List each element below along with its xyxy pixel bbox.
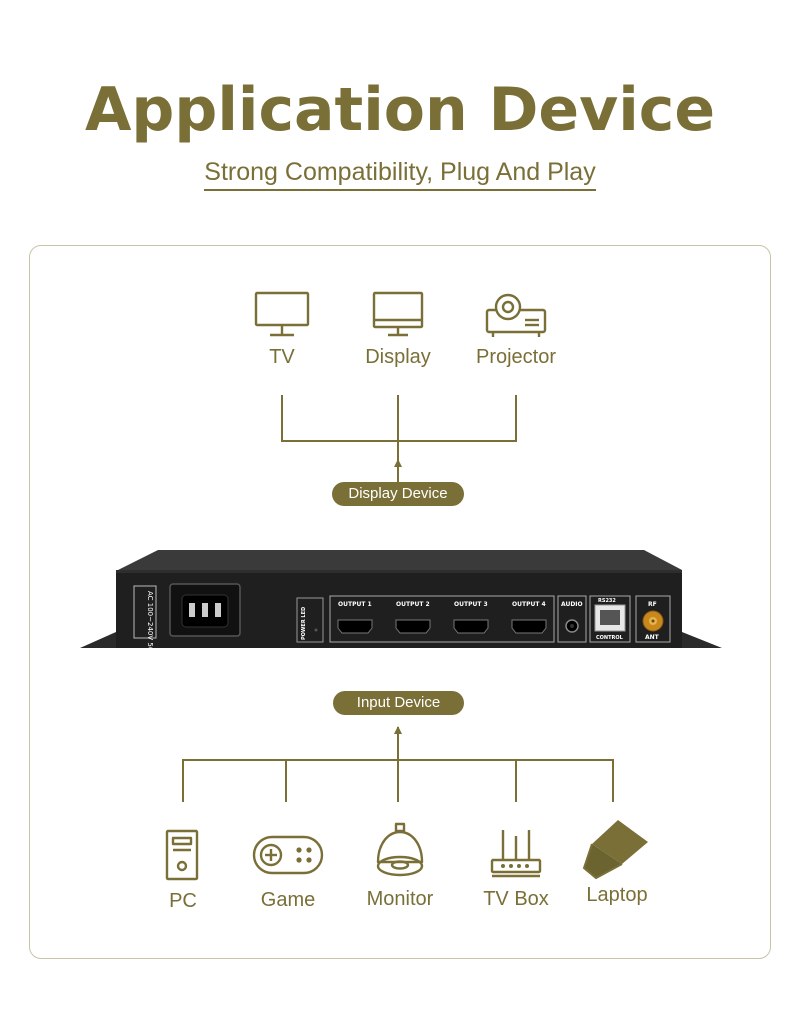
application-panel: [29, 245, 771, 959]
page-subtitle: Strong Compatibility, Plug And Play: [0, 158, 800, 191]
control-label: CONTROL: [596, 635, 624, 641]
device-monitor: Monitor: [335, 822, 465, 911]
display-icon: [372, 291, 424, 337]
output-2-label: OUTPUT 2: [396, 601, 430, 608]
audio-label: AUDIO: [561, 601, 583, 608]
device-label: Game: [260, 889, 316, 911]
device-label: TV: [269, 346, 295, 368]
device-projector: Projector: [451, 290, 581, 369]
tv-icon: [254, 291, 310, 337]
device-label: PC: [169, 890, 197, 912]
input-device-badge: Input Device: [333, 691, 464, 715]
ant-label: ANT: [645, 634, 660, 641]
power-led-label: POWER LED: [301, 607, 307, 640]
output-1-label: OUTPUT 1: [338, 601, 372, 608]
projector-icon: [485, 293, 547, 337]
device-label: Display: [365, 346, 431, 368]
splitter-device-image: AC 100~240V 50/60HZ POWER LED OUTPUT 1 O…: [80, 550, 722, 652]
device-display: Display: [333, 290, 463, 369]
device-label: Laptop: [586, 884, 648, 906]
camera-icon: [376, 822, 424, 877]
device-game: Game: [223, 834, 353, 912]
output-3-label: OUTPUT 3: [454, 601, 488, 608]
router-icon: [490, 830, 542, 878]
output-4-label: OUTPUT 4: [512, 601, 546, 608]
device-tv: TV: [217, 290, 347, 369]
device-tv-box: TV Box: [451, 826, 581, 911]
device-label: Monitor: [366, 888, 434, 910]
device-label: TV Box: [483, 888, 549, 910]
display-device-badge: Display Device: [332, 482, 464, 506]
page-title: Application Device: [84, 75, 716, 145]
device-laptop: Laptop: [552, 818, 682, 907]
rf-label: RF: [648, 601, 657, 608]
laptop-icon: [582, 820, 648, 880]
device-label: Projector: [475, 346, 557, 368]
gamepad-icon: [252, 835, 324, 875]
power-rating-label: AC 100~240V 50/60HZ: [146, 591, 154, 652]
pc-icon: [165, 829, 199, 881]
rs232-label: RS232: [598, 598, 616, 604]
device-pc: PC: [118, 828, 248, 913]
hdmi-output-ports: OUTPUT 1 OUTPUT 2 OUTPUT 3 OUTPUT 4: [337, 601, 547, 634]
